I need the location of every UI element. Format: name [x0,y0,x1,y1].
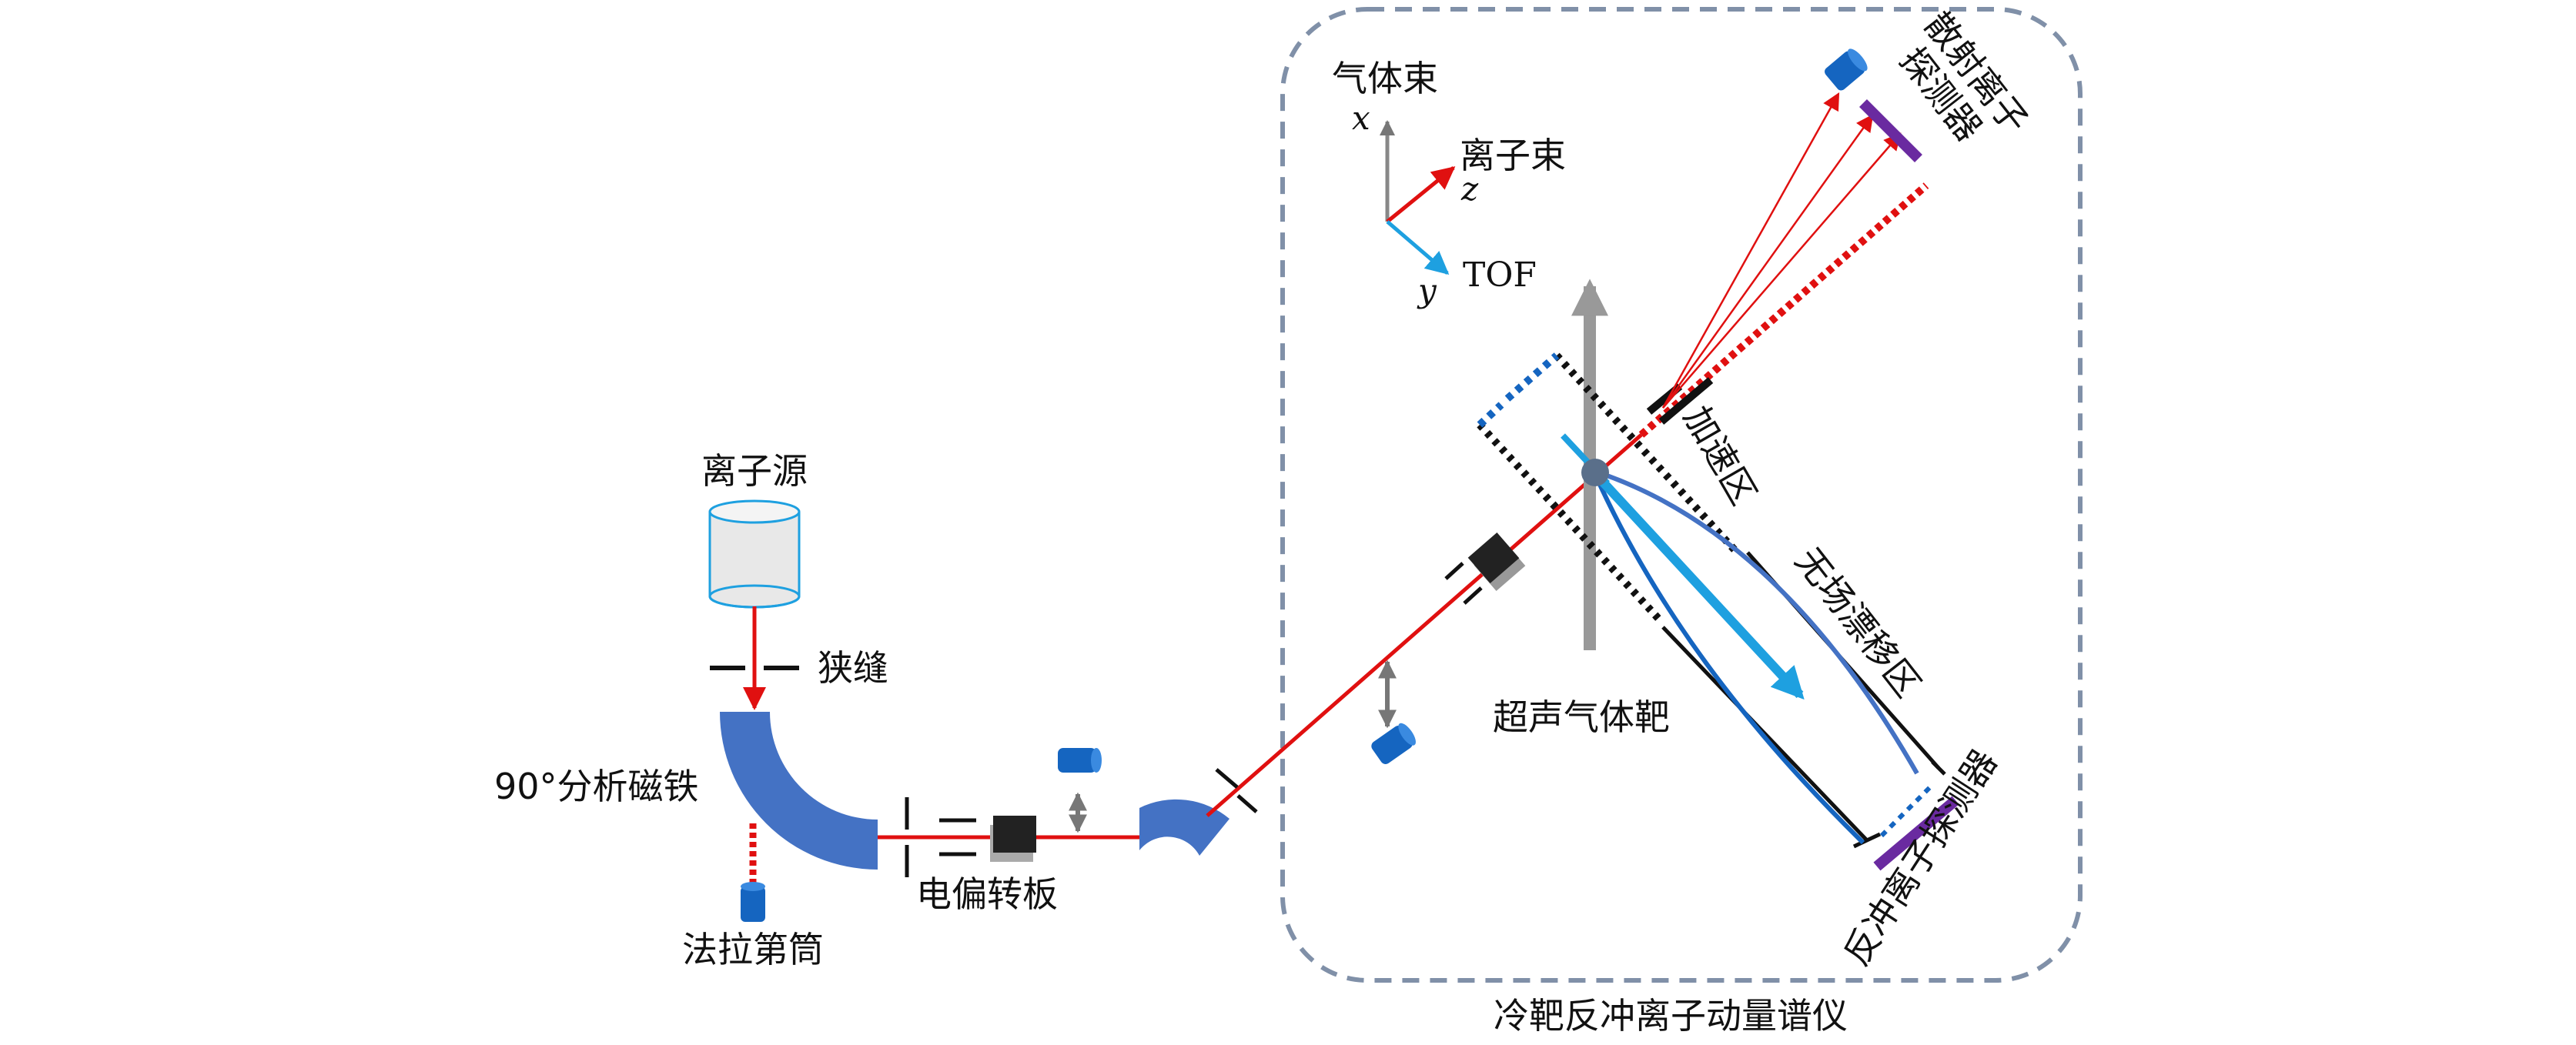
coltrims-frame [1280,7,2083,983]
coordinate-axes [1380,120,1456,275]
ion-beam-label: 离子束 [1460,135,1566,176]
deflector-plates [939,816,1036,862]
recoil-detector [1873,796,1959,871]
gas-beam-label: 气体束 [1332,58,1438,99]
faraday-cup-icon [741,882,765,922]
axis-x-label: x [1352,99,1370,137]
faraday-cup-label: 法拉第筒 [682,929,824,970]
slit-label: 狭缝 [818,647,888,689]
small-detector-icon-2 [1371,723,1416,764]
ion-beam-diagonal [1206,472,1599,817]
diagonal-slit [1215,768,1258,813]
ion-beam-dotted [1638,182,1929,438]
gas-target-label: 超声气体靶 [1493,696,1670,738]
small-detector-icon [1058,748,1102,773]
deflector-label: 电偏转板 [916,873,1058,915]
ion-source [708,499,801,609]
axis-y-label: y [1417,272,1437,309]
scattered-ion-rays [1661,92,1902,409]
scattered-ion-detector [1859,99,1922,162]
tof-label: TOF [1463,255,1537,295]
ion-source-label: 离子源 [701,450,808,492]
coltrims-label: 冷靶反冲离子动量谱仪 [1494,995,1848,1037]
analyzing-magnet [720,712,878,870]
scattered-cup-icon [1825,48,1868,91]
recoil-detector-label: 反冲离子探测器 [1835,743,2006,973]
analyzing-magnet-label: 90°分析磁铁 [494,766,699,807]
acceleration-region-label: 加速区 [1675,399,1765,512]
axis-z-label: z [1460,170,1479,208]
second-deflector [1444,532,1526,605]
acceleration-region [1477,352,1741,625]
target-point [1581,459,1609,486]
recoil-trajectories [1561,433,1919,845]
